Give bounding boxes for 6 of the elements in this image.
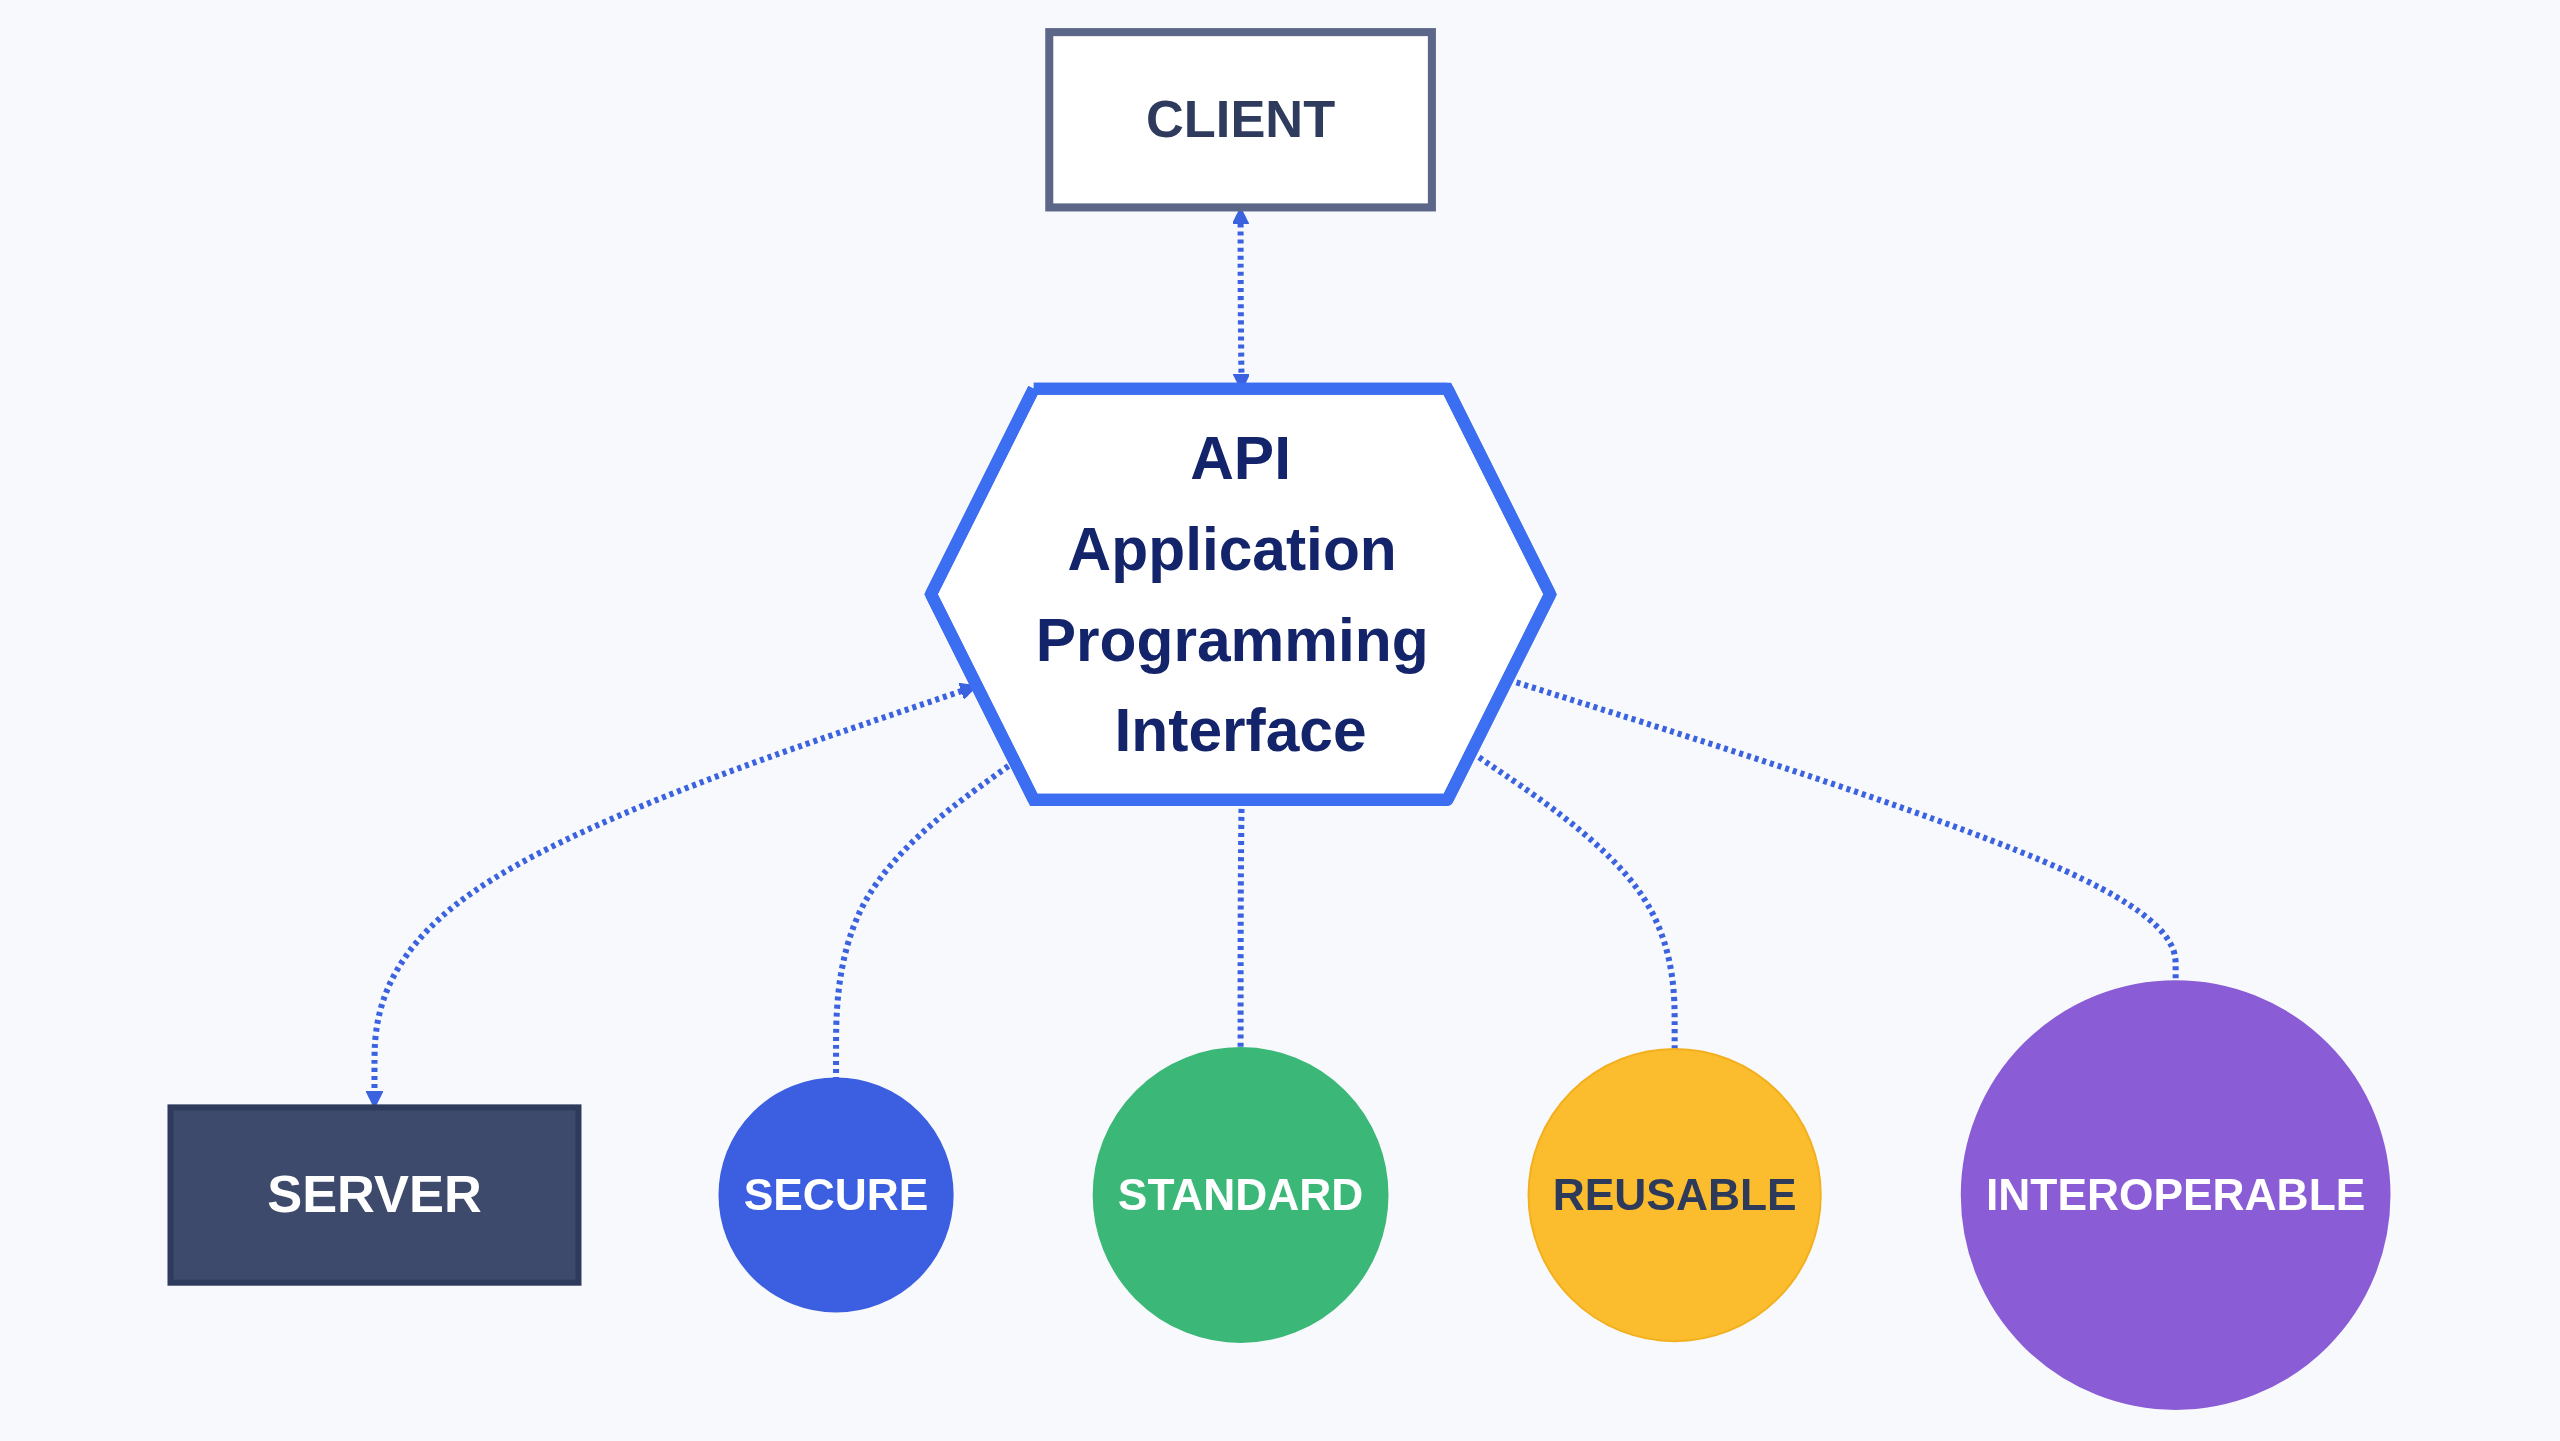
node-circle: INTEROPERABLE — [1960, 980, 2391, 1410]
node-circle: REUSABLE — [1527, 1047, 1822, 1343]
node-circle: SECURE — [718, 1077, 954, 1313]
node-circle: STANDARD — [1092, 1047, 1389, 1343]
node-box: CLIENT — [1045, 28, 1436, 212]
node-box: SERVER — [167, 1104, 582, 1286]
